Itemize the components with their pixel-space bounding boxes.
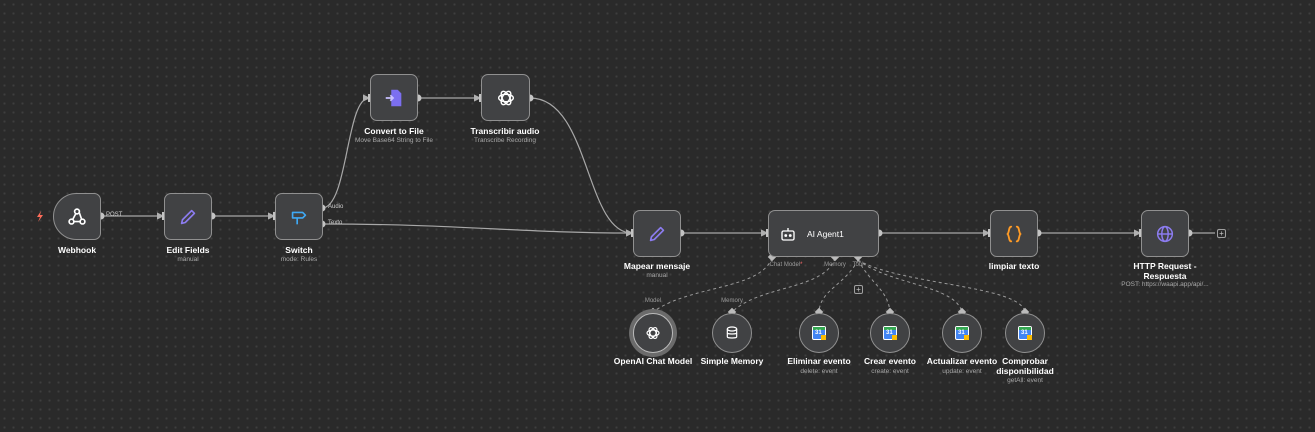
google-calendar-icon: 31 [812,326,826,340]
database-icon [726,326,738,339]
trigger-bolt-icon [37,211,43,222]
google-calendar-icon: 31 [883,326,897,340]
braces-icon [1006,225,1022,242]
edge-agent-tool-crear [857,259,891,313]
edge-transcribir-mapear [529,97,634,237]
node-actualizar-title: Actualizar evento [926,356,998,366]
node-transcribir-subtitle: Transcribe Recording [474,137,536,144]
node-switch[interactable] [275,193,323,240]
node-http-title: HTTP Request - Respuesta [1133,261,1197,281]
node-convert-title: Convert to File [364,126,424,136]
openai-icon [646,327,660,339]
node-transcribir-title: Transcribir audio [470,126,540,136]
node-eliminar-subtitle: delete: event [800,368,838,375]
chat-model-port-label: Chat Model [769,262,801,268]
memory-port-label: Memory [721,298,743,304]
node-webhook[interactable] [53,193,101,240]
node-crear-subtitle: create: event [871,368,909,375]
node-eliminar-title: Eliminar evento [787,356,851,366]
edge-agent-tool-actualizar [857,259,963,313]
node-webhook-title: Webhook [57,245,97,255]
node-memory-title: Simple Memory [700,356,764,366]
robot-icon [781,227,795,241]
node-eliminar-evento[interactable]: 31 [799,313,839,353]
node-mapear-title: Mapear mensaje [623,261,691,271]
node-http-request[interactable] [1141,210,1189,257]
google-calendar-icon: 31 [1018,326,1032,340]
node-ai-agent[interactable]: AI Agent1 [768,210,879,257]
edge-switch-mapear [321,223,634,237]
file-convert-icon [385,89,402,106]
node-simple-memory[interactable] [712,313,752,353]
node-actualizar-evento[interactable]: 31 [942,313,982,353]
calendar-glyph: 31 [886,330,893,336]
edge-switch-convert [321,94,371,209]
google-calendar-icon: 31 [955,326,969,340]
node-switch-subtitle: mode: Rules [280,256,318,263]
add-tool-button[interactable]: + [854,285,863,294]
edge-agent-chatmodel [652,257,773,313]
signpost-icon [291,211,307,224]
node-http-subtitle: POST: https://waapi.app/api/... [1121,281,1209,288]
ai-agent-port-chat-model: Chat Model* [769,262,802,268]
switch-output-audio: Audio [328,204,344,210]
node-limpiar-title: limpiar texto [988,261,1040,271]
webhook-icon [68,207,86,225]
node-crear-evento[interactable]: 31 [870,313,910,353]
node-actualizar-subtitle: update: event [942,368,982,375]
node-transcribir-audio[interactable] [481,74,530,121]
calendar-glyph: 31 [958,330,965,336]
edge-label-post: POST [106,212,123,218]
edge-agent-tool-comprobar [857,259,1026,313]
ai-agent-port-tool: Tool [852,262,864,268]
pencil-icon [649,226,665,241]
edge-agent-tool-eliminar [818,259,859,313]
node-limpiar-texto[interactable] [990,210,1038,257]
chat-model-port-label: Model [644,298,662,304]
node-ai-agent-title: AI Agent1 [807,228,844,239]
pencil-icon [180,209,196,224]
node-mapear-subtitle: manual [646,272,668,279]
node-convert-subtitle: Move Base64 String to File [354,137,434,144]
openai-icon [497,90,514,105]
node-edit-fields-subtitle: manual [177,256,199,263]
node-convert-to-file[interactable] [370,74,418,121]
node-comprobar-subtitle: getAll: event [1007,377,1043,384]
node-mapear-mensaje[interactable] [633,210,681,257]
ai-agent-port-memory: Memory [824,262,846,268]
node-crear-title: Crear evento [864,356,916,366]
globe-icon [1156,225,1174,242]
node-comprobar-title: Comprobar disponibilidad [996,356,1054,376]
switch-output-texto: Texto [328,220,343,226]
node-openai-chat-model[interactable] [633,313,673,353]
node-edit-fields[interactable] [164,193,212,240]
calendar-glyph: 31 [815,330,822,336]
calendar-glyph: 31 [1021,330,1028,336]
node-edit-fields-title: Edit Fields [166,245,210,255]
add-node-button[interactable]: + [1217,229,1226,238]
node-comprobar-disponibilidad[interactable]: 31 [1005,313,1045,353]
node-openai-title: OpenAI Chat Model [613,356,693,366]
required-mark: * [800,262,803,268]
edge-agent-memory [731,257,836,313]
node-switch-title: Switch [285,245,313,255]
